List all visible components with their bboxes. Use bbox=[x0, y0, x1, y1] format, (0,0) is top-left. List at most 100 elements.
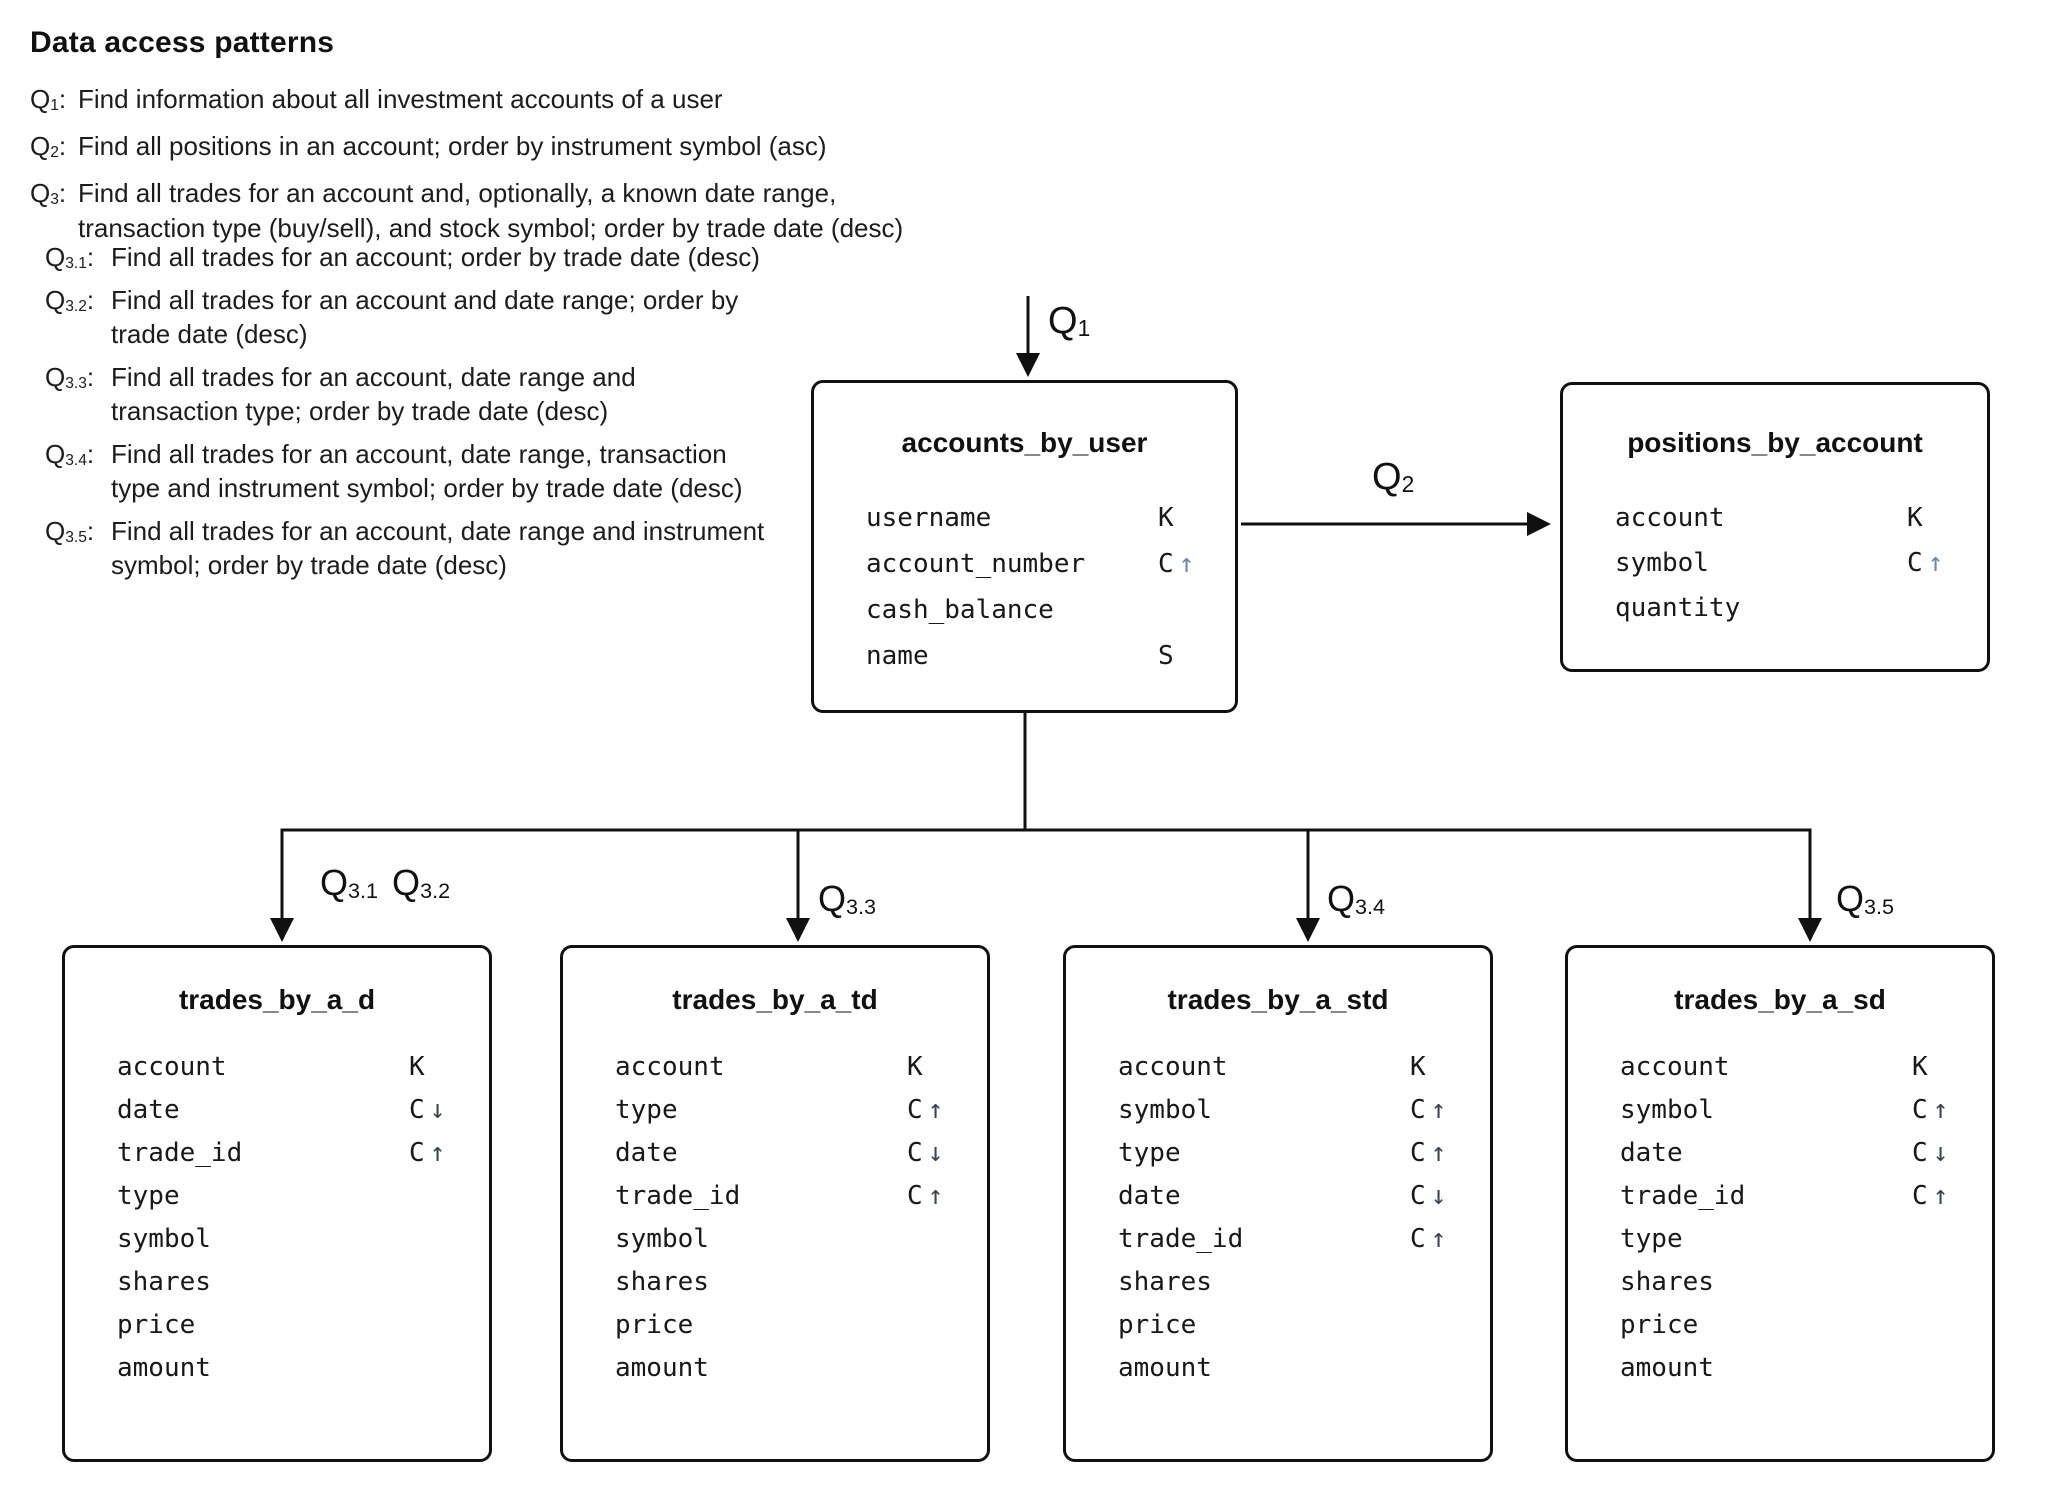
query-letter: Q bbox=[320, 862, 349, 903]
field-name: account bbox=[117, 1052, 227, 1082]
query-label: Q1: bbox=[30, 82, 78, 117]
field-name: price bbox=[615, 1310, 694, 1340]
field-key: K bbox=[409, 1052, 425, 1082]
query-subscript: 3.3 bbox=[846, 894, 877, 920]
field-name: cash_balance bbox=[866, 595, 1054, 625]
field-name: symbol bbox=[1620, 1095, 1714, 1125]
query-letter: Q bbox=[45, 362, 66, 392]
query-subscript: 3.3 bbox=[65, 375, 87, 393]
field-name: symbol bbox=[1118, 1095, 1212, 1125]
field-key: C bbox=[409, 1138, 425, 1168]
field-key: K bbox=[1907, 503, 1923, 533]
query-letter: Q bbox=[45, 516, 66, 546]
field-name: trade_id bbox=[1118, 1224, 1244, 1254]
sort-arrow-icon: ↓ bbox=[1932, 1138, 1949, 1168]
sort-arrow-icon: ↑ bbox=[1430, 1138, 1447, 1168]
query-letter: Q bbox=[1836, 878, 1865, 919]
field-row: shares bbox=[1620, 1267, 1966, 1310]
field-name: amount bbox=[615, 1353, 709, 1383]
field-row: amount bbox=[1620, 1353, 1966, 1396]
field-key: C bbox=[1912, 1138, 1928, 1168]
field-row: amount bbox=[117, 1353, 463, 1396]
field-key: K bbox=[1158, 503, 1174, 533]
query-label: Q3.4: bbox=[45, 437, 111, 505]
query-text: Find all trades for an account, date ran… bbox=[111, 439, 743, 503]
field-key: S bbox=[1158, 641, 1174, 671]
sort-arrow-icon: ↑ bbox=[927, 1095, 944, 1125]
colon: : bbox=[58, 178, 67, 208]
sort-arrow-icon: ↓ bbox=[927, 1138, 944, 1168]
sort-arrow-icon: ↑ bbox=[1927, 548, 1944, 578]
query-letter: Q bbox=[45, 285, 66, 315]
field-key: C bbox=[1410, 1095, 1426, 1125]
field-name: shares bbox=[615, 1267, 709, 1297]
field-row: price bbox=[117, 1310, 463, 1353]
sort-arrow-icon: ↑ bbox=[1430, 1224, 1447, 1254]
subquery-list: Q3.1: Find all trades for an account; or… bbox=[45, 240, 764, 591]
query-q3: Q3: Find all trades for an account and, … bbox=[30, 176, 903, 246]
field-row: shares bbox=[1118, 1267, 1464, 1310]
subquery-q35: Q3.5: Find all trades for an account, da… bbox=[45, 514, 764, 582]
edge-label-q33: Q3.3 bbox=[818, 878, 876, 920]
table-title: trades_by_a_td bbox=[672, 984, 878, 1015]
field-name: type bbox=[1118, 1138, 1181, 1168]
query-letter: Q bbox=[45, 242, 66, 272]
query-subscript: 1 bbox=[1077, 315, 1091, 342]
field-key: K bbox=[1410, 1052, 1426, 1082]
field-key: K bbox=[1912, 1052, 1928, 1082]
query-text: Find all positions in an account; order … bbox=[78, 131, 827, 161]
field-name: trade_id bbox=[1620, 1181, 1746, 1211]
field-row: type bbox=[117, 1181, 463, 1224]
field-name: type bbox=[117, 1181, 180, 1211]
field-name: date bbox=[615, 1138, 678, 1168]
field-name: account_number bbox=[866, 549, 1086, 579]
query-text: Find all trades for an account; order by… bbox=[111, 242, 760, 272]
query-subscript: 3.5 bbox=[1864, 894, 1895, 920]
field-name: symbol bbox=[1615, 548, 1709, 578]
field-row: amount bbox=[1118, 1353, 1464, 1396]
field-key: C bbox=[409, 1095, 425, 1125]
field-row: account K bbox=[117, 1052, 463, 1095]
field-name: shares bbox=[1118, 1267, 1212, 1297]
table-title: trades_by_a_sd bbox=[1674, 984, 1886, 1015]
field-name: name bbox=[866, 641, 929, 671]
field-name: shares bbox=[117, 1267, 211, 1297]
field-key: C bbox=[1410, 1138, 1426, 1168]
field-name: amount bbox=[1118, 1353, 1212, 1383]
field-name: shares bbox=[1620, 1267, 1714, 1297]
query-text: Find all trades for an account and, opti… bbox=[78, 178, 904, 243]
subquery-q31: Q3.1: Find all trades for an account; or… bbox=[45, 240, 764, 274]
query-subscript: 3.2 bbox=[65, 298, 87, 316]
query-q1: Q1: Find information about all investmen… bbox=[30, 82, 903, 117]
query-label: Q3.5: bbox=[45, 514, 111, 582]
query-subscript: 2 bbox=[50, 144, 59, 162]
query-label: Q3.3: bbox=[45, 360, 111, 428]
field-row: shares bbox=[615, 1267, 961, 1310]
field-name: amount bbox=[1620, 1353, 1714, 1383]
sort-arrow-icon: ↑ bbox=[927, 1181, 944, 1211]
query-letter: Q bbox=[45, 439, 66, 469]
edge-label-q2: Q2 bbox=[1372, 456, 1414, 499]
field-row: type C↑ bbox=[1118, 1138, 1464, 1181]
field-name: price bbox=[117, 1310, 196, 1340]
field-name: date bbox=[1118, 1181, 1181, 1211]
query-label: Q3: bbox=[30, 176, 78, 246]
field-key: C bbox=[1912, 1181, 1928, 1211]
table-title: trades_by_a_std bbox=[1167, 984, 1389, 1015]
query-letter: Q bbox=[392, 862, 421, 903]
